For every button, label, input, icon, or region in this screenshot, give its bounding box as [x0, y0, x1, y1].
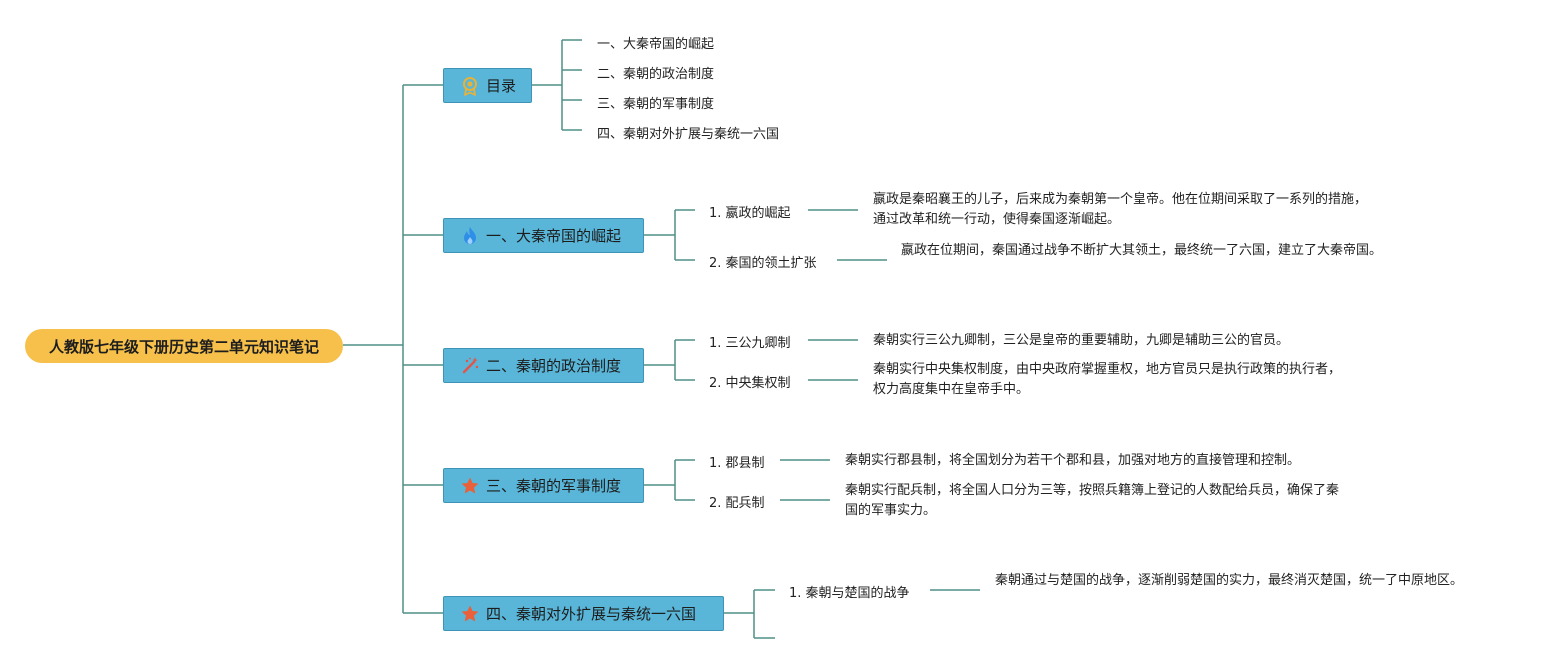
section-2-node[interactable]: 二、秦朝的政治制度: [443, 348, 644, 383]
section-2-sub-1[interactable]: 1. 三公九卿制: [709, 336, 791, 351]
section-2-sub-2[interactable]: 2. 中央集权制: [709, 376, 791, 391]
flame-icon: [460, 226, 480, 246]
toc-item-3[interactable]: 三、秦朝的军事制度: [597, 97, 715, 112]
section-3-node[interactable]: 三、秦朝的军事制度: [443, 468, 644, 503]
section-3-fan: [644, 459, 695, 501]
section-3-sub-1-desc: 秦朝实行郡县制，将全国划分为若干个郡和县，加强对地方的直接管理和控制。: [845, 453, 1301, 468]
section-4-label: 四、秦朝对外扩展与秦统一六国: [486, 605, 697, 623]
star-icon: [460, 476, 480, 496]
section-1-fan: [644, 209, 695, 261]
section-1-sub-2-desc: 嬴政在位期间，秦国通过战争不断扩大其领土，最终统一了六国，建立了大秦帝国。: [901, 243, 1383, 258]
magic-wand-icon: [460, 356, 480, 376]
section-1-sub-1[interactable]: 1. 嬴政的崛起: [709, 206, 791, 221]
section-3-sub-1[interactable]: 1. 郡县制: [709, 456, 765, 471]
section-2-sub-2-desc: 秦朝实行中央集权制度，由中央政府掌握重权，地方官员只是执行政策的执行者，权力高度…: [873, 362, 1342, 397]
section-2-sub-1-desc: 秦朝实行三公九卿制，三公是皇帝的重要辅助，九卿是辅助三公的官员。: [873, 333, 1290, 348]
section-4-sub-1-desc: 秦朝通过与楚国的战争，逐渐削弱楚国的实力，最终消灭楚国，统一了中原地区。: [995, 573, 1464, 588]
toc-item-1[interactable]: 一、大秦帝国的崛起: [597, 37, 715, 52]
toc-node[interactable]: 目录: [443, 68, 532, 103]
section-4-sub-1[interactable]: 1. 秦朝与楚国的战争: [789, 586, 910, 601]
section-1-sub-2[interactable]: 2. 秦国的领土扩张: [709, 256, 817, 271]
section-3-sub-2[interactable]: 2. 配兵制: [709, 496, 765, 511]
toc-fan: [532, 39, 582, 131]
section-3-label: 三、秦朝的军事制度: [486, 477, 622, 495]
root-title: 人教版七年级下册历史第二单元知识笔记: [48, 337, 319, 356]
section-1-node[interactable]: 一、大秦帝国的崛起: [443, 218, 644, 253]
medal-icon: [460, 76, 480, 96]
toc-item-2[interactable]: 二、秦朝的政治制度: [597, 67, 715, 82]
section-3-sub-2-desc: 秦朝实行配兵制，将全国人口分为三等，按照兵籍簿上登记的人数配给兵员，确保了秦国的…: [845, 483, 1340, 518]
section-1-sub-1-desc: 嬴政是秦昭襄王的儿子，后来成为秦朝第一个皇帝。他在位期间采取了一系列的措施，通过…: [873, 192, 1368, 227]
section-4-fan: [724, 589, 775, 639]
star-icon: [460, 604, 480, 624]
toc-item-4[interactable]: 四、秦朝对外扩展与秦统一六国: [597, 127, 780, 142]
section-1-label: 一、大秦帝国的崛起: [486, 227, 622, 245]
section-4-node[interactable]: 四、秦朝对外扩展与秦统一六国: [443, 596, 724, 631]
toc-label: 目录: [486, 77, 517, 95]
section-2-fan: [644, 339, 695, 381]
section-2-label: 二、秦朝的政治制度: [486, 357, 622, 375]
root-node[interactable]: 人教版七年级下册历史第二单元知识笔记: [25, 329, 343, 363]
